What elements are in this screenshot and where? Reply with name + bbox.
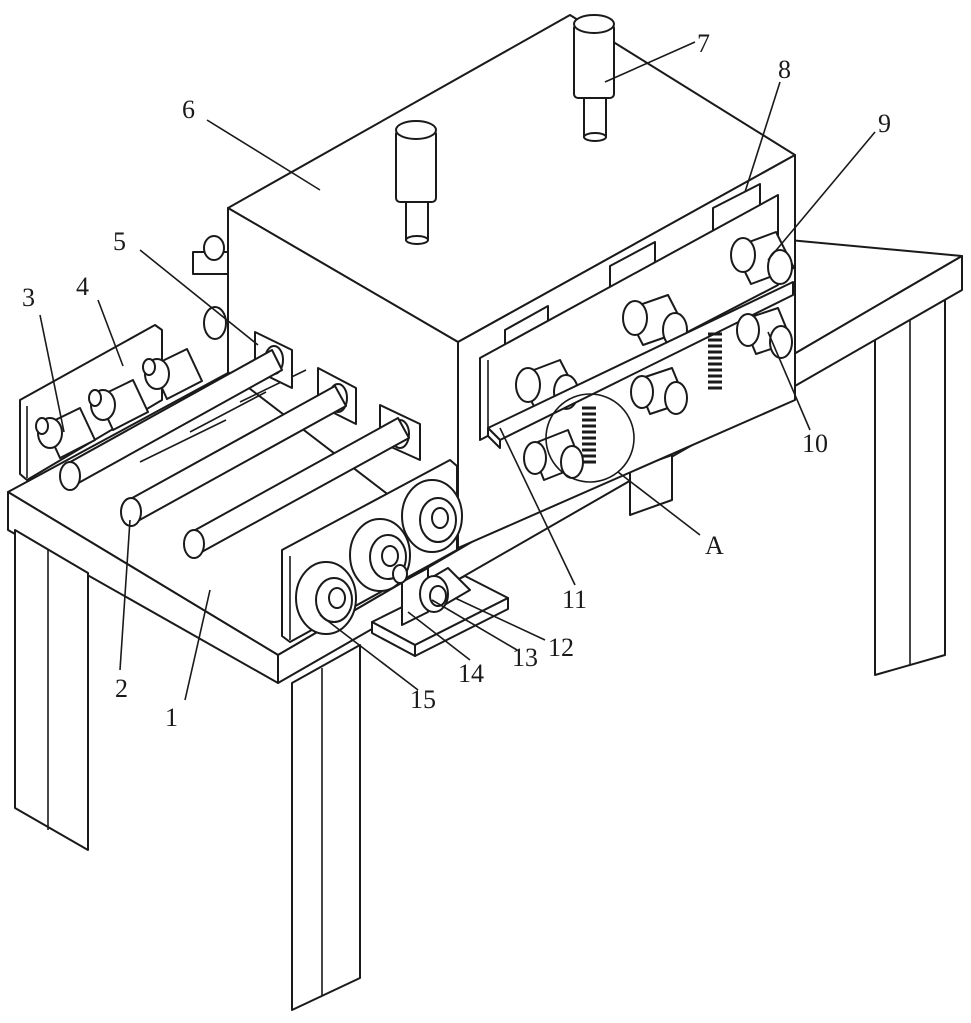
pulley-3 <box>402 480 462 552</box>
label-a: A <box>705 531 724 560</box>
label-8: 8 <box>778 55 791 84</box>
label-7: 7 <box>697 29 710 58</box>
label-11: 11 <box>562 585 587 614</box>
label-5: 5 <box>113 227 126 256</box>
label-4: 4 <box>76 272 89 301</box>
leg-front-left <box>15 530 88 850</box>
label-15: 15 <box>410 685 436 714</box>
pulley-1 <box>296 562 356 634</box>
label-9: 9 <box>878 109 891 138</box>
label-12: 12 <box>548 633 574 662</box>
label-6: 6 <box>182 95 195 124</box>
label-2: 2 <box>115 674 128 703</box>
label-13: 13 <box>512 643 538 672</box>
leg-front-right <box>292 645 360 1010</box>
label-1: 1 <box>165 703 178 732</box>
label-14: 14 <box>458 659 484 688</box>
label-3: 3 <box>22 283 35 312</box>
label-10: 10 <box>802 429 828 458</box>
